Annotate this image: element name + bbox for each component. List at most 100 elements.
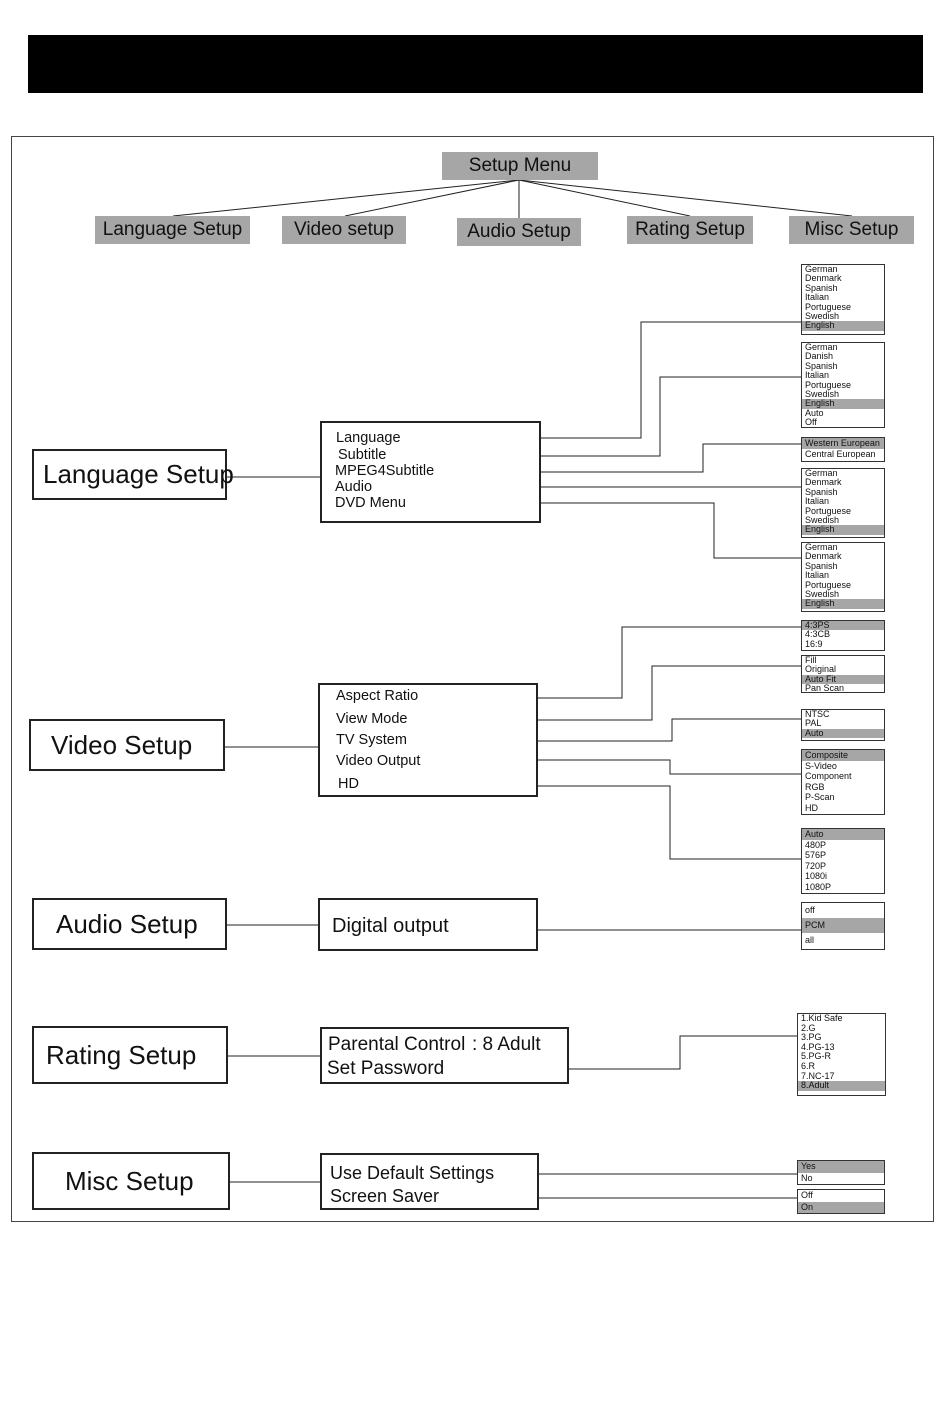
option-item: all: [805, 935, 815, 945]
option-item: 576P: [805, 850, 827, 860]
option-item-selected: English: [802, 321, 884, 331]
option-item-selected: English: [802, 599, 884, 609]
option-item: RGB: [805, 781, 825, 792]
option-item: German: [805, 468, 838, 478]
option-item: 1080P: [805, 881, 832, 892]
option-list: off PCM all: [801, 902, 885, 950]
header-bar: [28, 35, 923, 93]
option-item: Off: [801, 1190, 813, 1200]
option-item-selected: Yes: [798, 1161, 884, 1173]
option-list: German Denmark Spanish Italian Portugues…: [801, 264, 885, 335]
option-item: Central European: [805, 449, 876, 459]
option-item: Off: [805, 417, 817, 428]
option-item: German: [805, 264, 838, 274]
menu-item-set-password: Set Password: [327, 1058, 445, 1079]
option-item: Denmark: [805, 477, 842, 488]
option-item-selected: English: [802, 525, 884, 535]
option-item: 16:9: [805, 638, 823, 649]
category-audio: Audio Setup: [457, 218, 581, 246]
misc-submenu: Use Default Settings Screen Saver: [320, 1153, 539, 1210]
option-item: 1080i: [805, 871, 828, 881]
option-item: Component: [805, 771, 852, 781]
option-item: Danish: [805, 351, 834, 362]
option-list: German Denmark Spanish Italian Portugues…: [801, 542, 885, 612]
diagram-frame: [11, 136, 934, 1222]
option-item: Denmark: [805, 273, 842, 284]
misc-setup-box: Misc Setup: [32, 1152, 230, 1210]
option-item: 1.Kid Safe: [801, 1013, 843, 1023]
option-item: P-Scan: [805, 792, 835, 802]
option-item: 3.PG: [801, 1032, 822, 1043]
option-item: 720P: [805, 860, 827, 871]
menu-item-use-default-settings: Use Default Settings: [330, 1163, 495, 1183]
option-item: HD: [805, 802, 818, 813]
option-item: Portuguese: [805, 579, 852, 590]
option-item: 6.R: [801, 1060, 816, 1071]
option-item: 4:3CB: [805, 629, 831, 640]
menu-item-tv-system: TV System: [336, 732, 407, 748]
option-item-selected: 8.Adult: [798, 1081, 885, 1091]
option-item: Spanish: [805, 360, 838, 371]
language-submenu: Language Subtitle MPEG4Subtitle Audio DV…: [320, 421, 541, 523]
option-item: Denmark: [805, 551, 842, 562]
rating-submenu: Parental Control : 8 Adult Set Password: [320, 1027, 569, 1084]
category-misc: Misc Setup: [789, 216, 914, 244]
option-item: Auto: [805, 407, 824, 418]
menu-item-hd: HD: [338, 776, 359, 792]
option-item: NTSC: [805, 709, 830, 719]
option-item-selected: PCM: [802, 918, 884, 933]
option-item: 480P: [805, 839, 827, 850]
menu-item-subtitle: Subtitle: [338, 447, 387, 463]
rating-setup-box: Rating Setup: [32, 1026, 228, 1084]
option-list: 1.Kid Safe 2.G 3.PG 4.PG-13 5.PG-R 6.R 7…: [797, 1013, 886, 1096]
category-video: Video setup: [282, 216, 406, 244]
option-list: German Denmark Spanish Italian Portugues…: [801, 468, 885, 538]
option-item: PAL: [805, 718, 822, 729]
option-item: Swedish: [805, 389, 840, 400]
menu-item-language: Language: [336, 430, 401, 446]
option-item: Italian: [805, 292, 830, 303]
audio-submenu: Digital output: [318, 898, 538, 951]
option-item: off: [805, 905, 815, 915]
option-item-selected: Auto: [802, 829, 884, 840]
option-list: 4:3PS 4:3CB 16:9: [801, 620, 885, 651]
option-item: Italian: [805, 496, 830, 507]
option-item-selected: Western European: [802, 438, 884, 449]
menu-item-mpeg4subtitle: MPEG4Subtitle: [335, 463, 435, 479]
option-item-selected: On: [798, 1201, 884, 1213]
parental-control-value: : 8 Adult: [472, 1034, 541, 1055]
category-rating: Rating Setup: [627, 216, 753, 244]
option-item: German: [805, 542, 838, 552]
option-item: Spanish: [805, 486, 838, 497]
option-item: 7.NC-17: [801, 1070, 835, 1081]
option-item: 2.G: [801, 1022, 816, 1033]
option-item: 5.PG-R: [801, 1051, 832, 1062]
option-list: Composite S-Video Component RGB P-Scan H…: [801, 749, 885, 815]
menu-item-digital-output: Digital output: [332, 915, 449, 937]
option-item: Swedish: [805, 515, 840, 526]
option-list: Off On: [797, 1189, 885, 1214]
audio-setup-box: Audio Setup: [32, 898, 227, 950]
option-item: Spanish: [805, 282, 838, 293]
menu-item-screen-saver: Screen Saver: [330, 1186, 440, 1206]
language-setup-box: Language Setup: [32, 449, 234, 500]
option-item: Portuguese: [805, 379, 852, 390]
option-item: Portuguese: [805, 301, 852, 312]
option-item-selected: English: [802, 399, 884, 409]
option-item-selected: 4:3PS: [802, 620, 884, 631]
option-item: Italian: [805, 370, 830, 381]
option-item: German: [805, 342, 838, 352]
option-item: S-Video: [805, 760, 837, 771]
option-item: 4.PG-13: [801, 1041, 835, 1052]
option-item: Original: [805, 664, 837, 675]
option-item: Pan Scan: [805, 683, 845, 694]
option-list: Yes No: [797, 1160, 885, 1185]
menu-item-dvd-menu: DVD Menu: [335, 495, 406, 511]
option-list: German Danish Spanish Italian Portuguese…: [801, 342, 885, 428]
menu-item-audio: Audio: [335, 479, 373, 495]
video-setup-box: Video Setup: [29, 719, 225, 771]
option-item: Portuguese: [805, 505, 852, 516]
option-list: Fill Original Auto Fit Pan Scan: [801, 655, 885, 693]
option-item: Italian: [805, 570, 830, 581]
option-item-selected: Auto: [802, 728, 884, 739]
